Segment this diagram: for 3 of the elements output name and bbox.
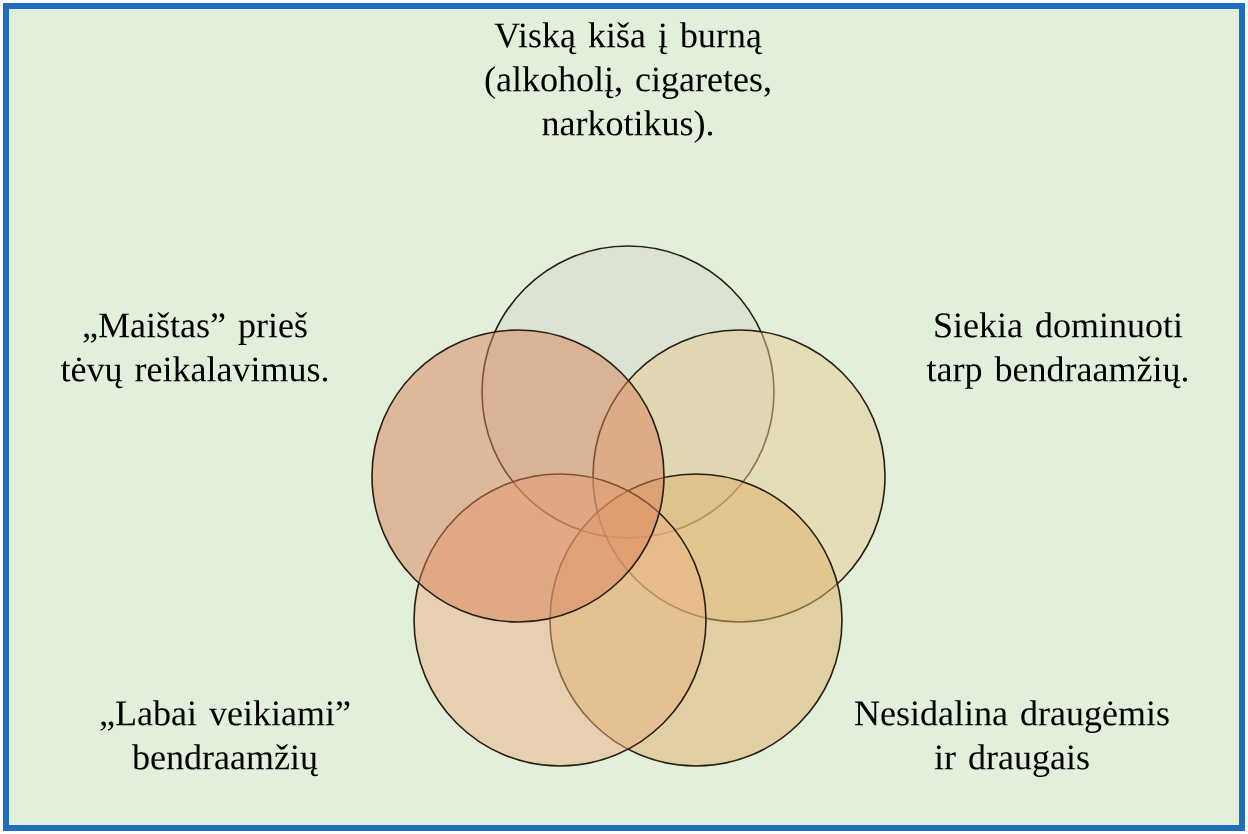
label-text: Viską kiša į burną (alkoholį, cigaretes, narkotikus). bbox=[485, 22, 770, 143]
circle bbox=[371, 329, 665, 623]
label-text: „Labai veikiami” bendraamžių bbox=[100, 700, 350, 777]
